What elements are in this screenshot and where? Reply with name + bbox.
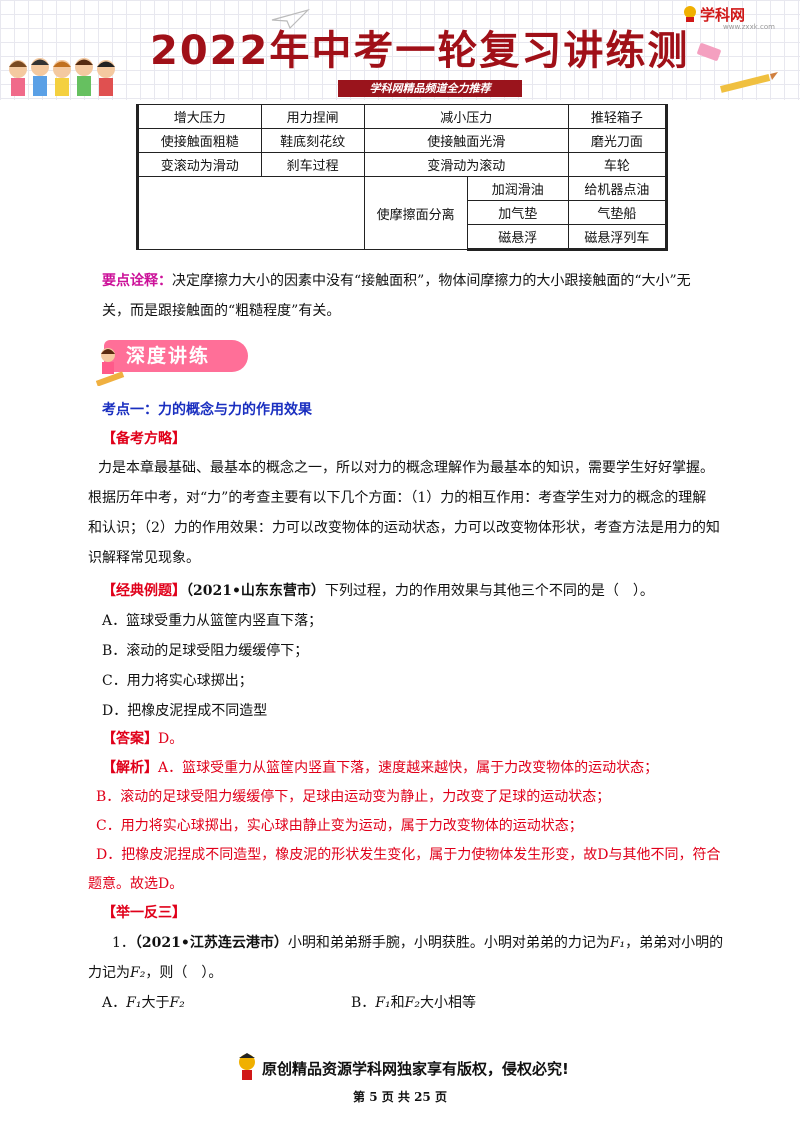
force-symbol: F₁	[609, 935, 626, 951]
table-cell: 使接触面粗糙	[136, 128, 262, 153]
answer-label: 【答案】	[102, 731, 158, 747]
table-cell: 鞋底刻花纹	[260, 128, 365, 153]
pencil-eraser-icon	[697, 43, 778, 93]
paper-plane-icon	[271, 8, 310, 30]
practice-text: 力记为	[88, 965, 130, 981]
option-c: C．用力将实心球掷出；	[102, 673, 253, 689]
logo-icon	[684, 6, 696, 22]
table-cell: 变滚动为滑动	[136, 152, 262, 177]
page-header: 2022年中考一轮复习讲练测 学科网精品频道全力推荐 学科网 www.zxxk.…	[0, 0, 800, 100]
brand-logo-text: 学科网	[700, 6, 746, 24]
force-symbol: F₁	[126, 995, 142, 1011]
girl-on-pencil-icon	[96, 348, 125, 386]
section-badge: 深度讲练	[104, 340, 248, 372]
brand-url: www.zxxk.com	[723, 23, 775, 31]
option-text: 大小相等	[419, 995, 476, 1011]
table-cell: 使摩擦面分离	[363, 176, 468, 250]
example-question: 【经典例题】（2021•山东东营市）下列过程，力的作用效果与其他三个不同的是（ …	[102, 578, 724, 604]
example-source: （2021•山东东营市）	[186, 583, 325, 599]
table-cell: 推轻箱子	[567, 104, 669, 129]
table-cell: 刹车过程	[260, 152, 365, 177]
option-text: 和	[390, 995, 405, 1011]
strategy-line: 识解释常见现象。	[88, 550, 200, 566]
page-subtitle: 学科网精品频道全力推荐	[338, 80, 522, 97]
friction-table: 增大压力 用力捏闸 减小压力 推轻箱子 使接触面粗糙 鞋底刻花纹 使接触面光滑 …	[136, 104, 669, 251]
example-question-text: 下列过程，力的作用效果与其他三个不同的是（ ）。	[324, 583, 654, 599]
option-letter: B．	[351, 995, 376, 1011]
table-cell-empty	[136, 176, 365, 250]
practice-question-cont: 力记为F₂，则（ ）。	[88, 960, 710, 986]
page-number: 第 5 页 共 25 页	[353, 1090, 447, 1104]
table-cell: 气垫船	[567, 200, 669, 225]
analysis-line: D．把橡皮泥捏成不同造型，橡皮泥的形状发生变化，属于力使物体发生形变，故D与其他…	[96, 847, 721, 863]
option-b: B．滚动的足球受阻力缓缓停下；	[102, 643, 309, 659]
option-text: 大于	[141, 995, 170, 1011]
answer-line: 【答案】D。	[102, 726, 724, 752]
page-title: 2022年中考一轮复习讲练测	[150, 28, 690, 74]
practice-label: 【举一反三】	[102, 905, 186, 921]
practice-question: 1．（2021•江苏连云港市）小明和弟弟掰手腕，小明获胜。小明对弟弟的力记为F₁…	[112, 930, 732, 956]
strategy-line: 力是本章最基础、最基本的概念之一，所以对力的概念理解作为最基本的知识，需要学生好…	[98, 460, 714, 476]
strategy-line: 和认识；（2）力的作用效果：力可以改变物体的运动状态，力可以改变物体形状，考查方…	[88, 520, 720, 536]
option-d: D．把橡皮泥捏成不同造型	[102, 703, 268, 719]
analysis-text: A．篮球受重力从篮筐内竖直下落，速度越来越快，属于力改变物体的运动状态；	[158, 760, 659, 776]
notes-text: 决定摩擦力大小的因素中没有“接触面积”，物体间摩擦力的大小跟接触面的“大小”无	[172, 273, 691, 289]
copyright-notice: 原创精品资源学科网独家享有版权，侵权必究!	[262, 1060, 569, 1078]
practice-text: ，弟弟对小明的	[625, 935, 724, 951]
table-row: 变滚动为滑动 刹车过程 变滑动为滚动 车轮	[136, 152, 669, 177]
strategy-label: 【备考方略】	[102, 431, 186, 447]
table-cell: 磁悬浮列车	[567, 224, 669, 251]
force-symbol: F₂	[404, 995, 420, 1011]
force-symbol: F₂	[169, 995, 185, 1011]
table-cell: 增大压力	[136, 104, 262, 129]
table-row: 磁悬浮 磁悬浮列车	[138, 224, 669, 251]
notes-label: 要点诠释：	[102, 273, 172, 289]
practice-source: （2021•江苏连云港市）	[134, 935, 288, 951]
table-cell: 加润滑油	[466, 176, 569, 201]
option-letter: A．	[102, 995, 127, 1011]
children-illustration	[9, 58, 115, 96]
practice-option-a: A．F₁大于F₂	[102, 990, 302, 1016]
table-cell: 磨光刀面	[567, 128, 669, 153]
force-symbol: F₂	[130, 965, 146, 981]
strategy-line: 根据历年中考，对“力”的考查主要有以下几个方面：（1）力的相互作用：考查学生对力…	[88, 490, 707, 506]
table-cell: 磁悬浮	[466, 224, 569, 251]
force-symbol: F₁	[375, 995, 391, 1011]
notes-paragraph: 要点诠释：决定摩擦力大小的因素中没有“接触面积”，物体间摩擦力的大小跟接触面的“…	[102, 268, 724, 294]
analysis-label: 【解析】	[102, 760, 158, 776]
table-cell: 给机器点油	[567, 176, 669, 201]
practice-option-b: B．F₁和F₂大小相等	[351, 990, 651, 1016]
answer-text: D。	[158, 731, 184, 747]
example-label: 【经典例题】	[102, 583, 186, 599]
analysis-line: 题意。故选D。	[88, 876, 184, 892]
practice-text: ，则（ ）。	[145, 965, 223, 981]
mascot-icon	[239, 1053, 255, 1080]
table-cell: 车轮	[567, 152, 669, 177]
option-a: A．篮球受重力从篮筐内竖直下落；	[102, 613, 323, 629]
table-cell: 减小压力	[363, 104, 569, 129]
analysis-line: 【解析】A．篮球受重力从篮筐内竖直下落，速度越来越快，属于力改变物体的运动状态；	[102, 755, 724, 781]
table-cell: 加气垫	[466, 200, 569, 225]
table-cell: 使接触面光滑	[363, 128, 569, 153]
table-row: 使接触面粗糙 鞋底刻花纹 使接触面光滑 磨光刀面	[136, 128, 669, 153]
analysis-line: B．滚动的足球受阻力缓缓停下，足球由运动变为静止，力改变了足球的运动状态；	[96, 789, 611, 805]
notes-paragraph-cont: 关，而是跟接触面的“粗糙程度”有关。	[102, 303, 341, 319]
table-row: 增大压力 用力捏闸 减小压力 推轻箱子	[136, 104, 669, 129]
analysis-line: C．用力将实心球掷出，实心球由静止变为运动，属于力改变物体的运动状态；	[96, 818, 583, 834]
practice-text: 小明和弟弟掰手腕，小明获胜。小明对弟弟的力记为	[287, 935, 610, 951]
table-cell: 变滑动为滚动	[363, 152, 569, 177]
question-number: 1．	[112, 935, 135, 951]
table-cell: 用力捏闸	[260, 104, 365, 129]
table-row: 使摩擦面分离 加润滑油 给机器点油	[136, 176, 669, 250]
point-heading: 考点一：力的概念与力的作用效果	[102, 402, 312, 418]
